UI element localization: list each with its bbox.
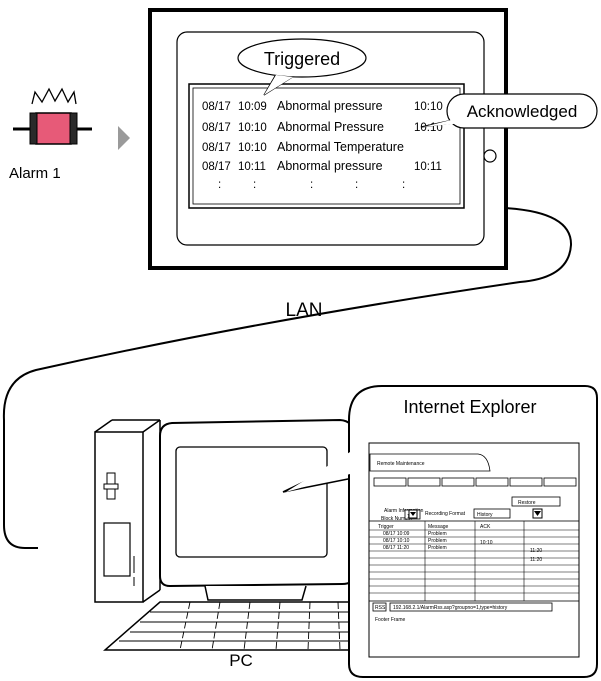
alarm-icon	[13, 87, 92, 145]
svg-text::: :	[355, 179, 358, 191]
nav-button[interactable]	[509, 477, 543, 487]
table-header-cell: Message	[428, 524, 449, 530]
table-header-cell: Trigger	[378, 524, 394, 530]
alarm-row-time: 10:09	[238, 101, 267, 113]
block-number-label: Block Number	[381, 516, 413, 522]
alarm-row-ellipsis: : : : : :	[218, 179, 405, 191]
arrow-right-icon	[118, 126, 130, 150]
table-cell: 08/17 10:09	[383, 531, 410, 537]
restore-button[interactable]	[511, 496, 561, 507]
browser-window: Remote Maintenance Restore Alarm Informa…	[368, 442, 580, 658]
recording-format-value: History	[477, 512, 493, 518]
nav-button[interactable]	[441, 477, 475, 487]
recording-format-select[interactable]	[473, 508, 511, 519]
alarm-row-ack: 10:10	[414, 101, 443, 113]
alarm-row: 08/17 10:09 Abnormal pressure 10:10	[202, 99, 443, 113]
table-cell: 10:10	[480, 540, 493, 546]
alarm-row-time: 10:11	[238, 161, 266, 173]
alarm-row-message: Abnormal pressure	[277, 159, 383, 173]
alarm-row-message: Abnormal pressure	[277, 99, 383, 113]
header-frame	[369, 453, 491, 472]
table-header-cell: ACK	[480, 524, 491, 530]
lan-cable	[2, 207, 573, 549]
table-cell: 08/17 10:10	[383, 538, 410, 544]
alarm-row-message: Abnormal Pressure	[277, 120, 384, 134]
restore-label: Restore	[518, 500, 536, 506]
svg-text::: :	[218, 179, 221, 191]
alarm-label: Alarm 1	[9, 165, 61, 182]
alarm-row-ack: 10:11	[414, 161, 442, 173]
rss-label: RSS	[375, 605, 386, 611]
chevron-down-icon	[534, 511, 541, 516]
nav-button[interactable]	[373, 477, 407, 487]
acknowledged-callout: Acknowledged	[420, 93, 598, 129]
table-cell: Problem	[428, 531, 447, 537]
alarm-info-label: Alarm Information	[384, 508, 424, 514]
chevron-down-icon	[410, 512, 416, 516]
svg-text::: :	[402, 179, 405, 191]
table-cell: 11:20	[530, 548, 542, 554]
alarm-row-date: 08/17	[202, 122, 231, 134]
nav-buttons	[373, 477, 577, 487]
svg-text::: :	[253, 179, 256, 191]
alarm-row-date: 08/17	[202, 142, 231, 154]
acknowledged-label: Acknowledged	[467, 102, 578, 121]
alarm-table: Trigger Message ACK 08/17 10:09 Problem …	[368, 520, 580, 602]
recording-format-label: Recording Format	[425, 511, 466, 517]
footer-label: Footer Frame	[375, 617, 406, 623]
lan-label: LAN	[286, 300, 323, 321]
alarm-row: 08/17 10:10 Abnormal Temperature	[202, 140, 404, 154]
page-header: Remote Maintenance	[377, 461, 425, 467]
pc-icon	[94, 418, 366, 651]
triggered-callout: Triggered	[237, 38, 367, 96]
svg-text::: :	[310, 179, 313, 191]
table-cell: 11:20	[530, 557, 542, 563]
pc-label: PC	[229, 651, 253, 670]
alarm-row-time: 10:10	[238, 122, 267, 134]
table-cell: Problem	[428, 545, 447, 551]
rss-url-field[interactable]	[389, 602, 553, 612]
browser-title: Internet Explorer	[403, 397, 536, 417]
rss-button[interactable]	[372, 602, 387, 612]
alarm-row: 08/17 10:11 Abnormal pressure 10:11	[202, 159, 442, 173]
table-cell: Problem	[428, 538, 447, 544]
alarm-row-date: 08/17	[202, 161, 231, 173]
nav-button[interactable]	[543, 477, 577, 487]
nav-button[interactable]	[475, 477, 509, 487]
alarm-row-date: 08/17	[202, 101, 231, 113]
alarm-row-message: Abnormal Temperature	[277, 140, 404, 154]
nav-button[interactable]	[407, 477, 441, 487]
triggered-label: Triggered	[264, 49, 340, 69]
table-cell: 08/17 11:20	[383, 545, 409, 551]
rss-url: 192.168.2.1/AlarmRss.asp?groupno=1,type=…	[393, 605, 508, 611]
alarm-row-time: 10:10	[238, 142, 267, 154]
alarm-list: 08/17 10:09 Abnormal pressure 10:10 08/1…	[202, 99, 443, 191]
